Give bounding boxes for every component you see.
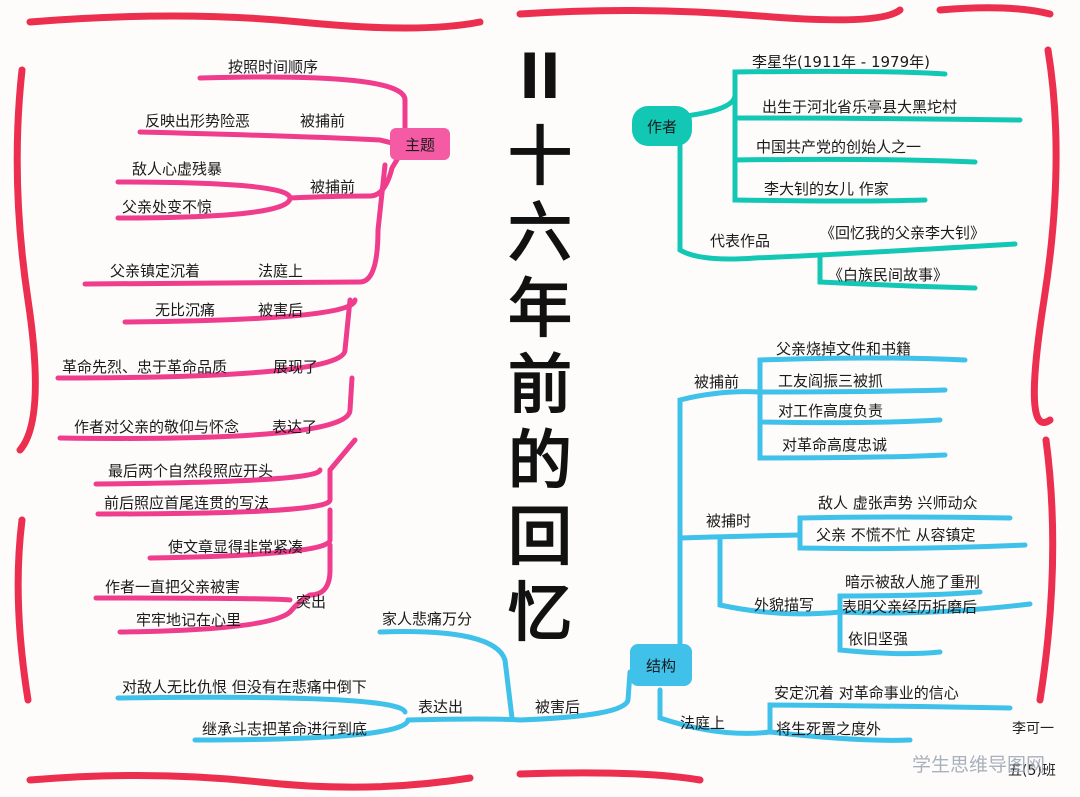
node-court-father: 父亲镇定沉着 xyxy=(110,262,201,280)
node-order: 按照时间顺序 xyxy=(228,58,319,76)
node-shows: 表明父亲经历折磨后 xyxy=(842,598,978,616)
node-work2: 《白族民间故事》 xyxy=(828,266,949,284)
title-char: 回 xyxy=(508,500,572,575)
node-expressed: 表达了 xyxy=(272,418,318,436)
node-before-arrest-theme: 被捕前 xyxy=(300,112,346,130)
node-li: 李星华(1911年 - 1979年) xyxy=(752,53,931,71)
node-duty: 对工作高度负责 xyxy=(778,402,884,420)
node-hint: 暗示被敌人施了重刑 xyxy=(845,573,981,591)
title-char: 十 xyxy=(508,120,572,195)
node-calm2: 安定沉着 对革命事业的信心 xyxy=(774,684,959,702)
page-title: ll 十 六 年 前 的 回 忆 xyxy=(495,48,585,658)
title-char: 的 xyxy=(508,424,572,499)
node-life-death: 将生死置之度外 xyxy=(776,720,882,738)
title-prefix: ll xyxy=(519,43,561,113)
node-reflect: 反映出形势险恶 xyxy=(145,112,251,130)
node-court: 法庭上 xyxy=(258,262,304,280)
node-works-label: 代表作品 xyxy=(710,232,771,250)
node-grief: 无比沉痛 xyxy=(155,301,216,319)
node-burn: 父亲烧掉文件和书籍 xyxy=(776,340,912,358)
node-loyal: 对革命高度忠诚 xyxy=(782,436,888,454)
node-work1: 《回忆我的父亲李大钊》 xyxy=(820,224,986,242)
signature-class: 五(5)班 xyxy=(1008,763,1056,779)
node-after-killed: 被害后 xyxy=(535,698,581,716)
node-respect: 作者对父亲的敬仰与怀念 xyxy=(74,418,240,436)
node-compact: 使文章显得非常紧凑 xyxy=(168,538,304,556)
node-at-arrest: 被捕时 xyxy=(706,512,752,530)
node-before-arrest-right: 被捕前 xyxy=(694,373,740,391)
node-martyr: 革命先烈、忠于革命品质 xyxy=(62,358,228,376)
node-stand-out: 突出 xyxy=(296,593,327,611)
node-remember: 牢牢地记在心里 xyxy=(136,611,242,629)
title-char: 忆 xyxy=(508,576,572,651)
node-court2: 法庭上 xyxy=(680,714,726,732)
node-when-arrested: 被捕前 xyxy=(310,178,356,196)
title-char: 前 xyxy=(508,348,572,423)
hub-theme[interactable]: 主题 xyxy=(390,128,450,160)
node-cpc: 中国共产党的创始人之一 xyxy=(756,138,922,156)
node-born: 出生于河北省乐亭县大黑坨村 xyxy=(762,98,958,116)
signature-name: 李可一 xyxy=(1012,721,1054,737)
node-strong: 依旧坚强 xyxy=(848,630,909,648)
node-appearance: 外貌描写 xyxy=(754,596,815,614)
node-enemy: 敌人心虚残暴 xyxy=(132,160,223,178)
node-express-out: 表达出 xyxy=(418,698,464,716)
node-family-grief: 家人悲痛万分 xyxy=(382,610,473,628)
watermark: 学生思维导图网 xyxy=(912,754,1046,776)
node-last-para: 最后两个自然段照应开头 xyxy=(108,462,274,480)
hub-structure[interactable]: 结构 xyxy=(630,644,692,686)
decorative-frame xyxy=(13,4,1060,791)
node-continue: 继承斗志把革命进行到底 xyxy=(202,720,368,738)
node-hate: 对敌人无比仇恨 但没有在悲痛中倒下 xyxy=(122,678,367,696)
node-always: 作者一直把父亲被害 xyxy=(105,578,241,596)
node-echo: 前后照应首尾连贯的写法 xyxy=(104,494,270,512)
hub-author[interactable]: 作者 xyxy=(632,106,692,146)
title-char: 六 xyxy=(508,196,572,271)
node-after-death: 被害后 xyxy=(258,301,304,319)
title-char: 年 xyxy=(508,272,572,347)
node-father2: 父亲 不慌不忙 从容镇定 xyxy=(816,526,976,544)
node-daughter: 李大钊的女儿 作家 xyxy=(764,180,889,198)
node-father-calm: 父亲处变不惊 xyxy=(122,198,213,216)
node-shown: 展现了 xyxy=(273,358,319,376)
node-enemy2: 敌人 虚张声势 兴师动众 xyxy=(818,494,978,512)
node-friend: 工友阎振三被抓 xyxy=(778,372,884,390)
